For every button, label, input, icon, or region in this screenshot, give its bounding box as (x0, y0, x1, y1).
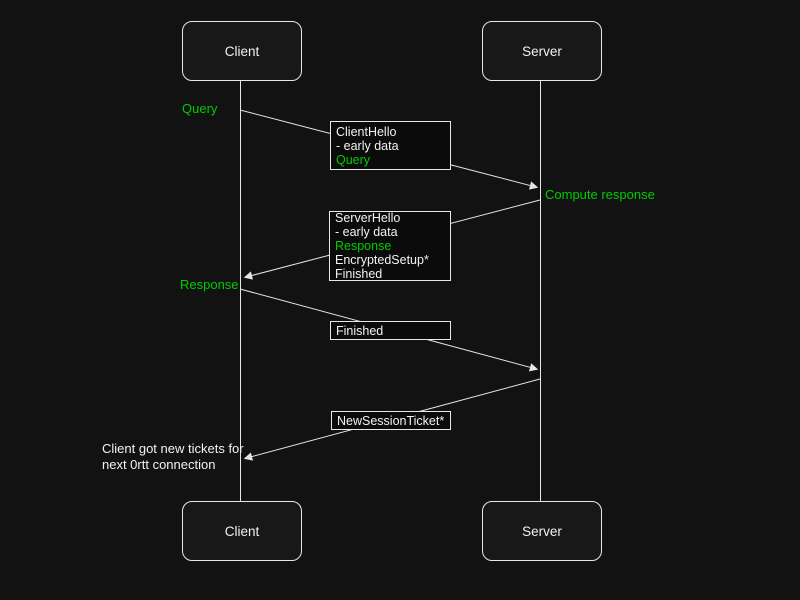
message-line: NewSessionTicket* (337, 413, 445, 428)
note-line-1: Client got new tickets for (102, 441, 244, 456)
actor-client-bottom: Client (182, 501, 302, 561)
actor-client-top-label: Client (224, 43, 260, 59)
actor-client-top: Client (182, 21, 302, 81)
message-line: Query (336, 152, 371, 167)
message-line: Finished (336, 323, 384, 338)
actor-server-bottom: Server (482, 501, 602, 561)
actor-server-bottom-label: Server (522, 523, 562, 539)
message-line: - early data (335, 225, 398, 239)
label-compute-response: Compute response (545, 187, 655, 202)
message-line: ServerHello (335, 211, 401, 225)
message-box-serverhello: ServerHello - early data Response Encryp… (329, 211, 451, 281)
message-line: ClientHello (336, 124, 397, 139)
message-box-finished: Finished (330, 321, 451, 340)
label-query: Query (182, 101, 218, 116)
label-response: Response (180, 277, 239, 292)
message-box-newsessionticket: NewSessionTicket* (331, 411, 451, 430)
message-line: Finished (335, 267, 383, 281)
message-line: Response (335, 239, 392, 253)
message-line: EncryptedSetup* (335, 253, 429, 267)
note-line-2: next 0rtt connection (102, 456, 216, 472)
note-new-tickets: Client got new tickets for next 0rtt con… (102, 441, 244, 472)
message-line: - early data (336, 138, 399, 153)
actor-server-top-label: Server (522, 43, 562, 59)
message-box-clienthello: ClientHello - early data Query (330, 121, 451, 170)
actor-client-bottom-label: Client (224, 523, 260, 539)
actor-server-top: Server (482, 21, 602, 81)
